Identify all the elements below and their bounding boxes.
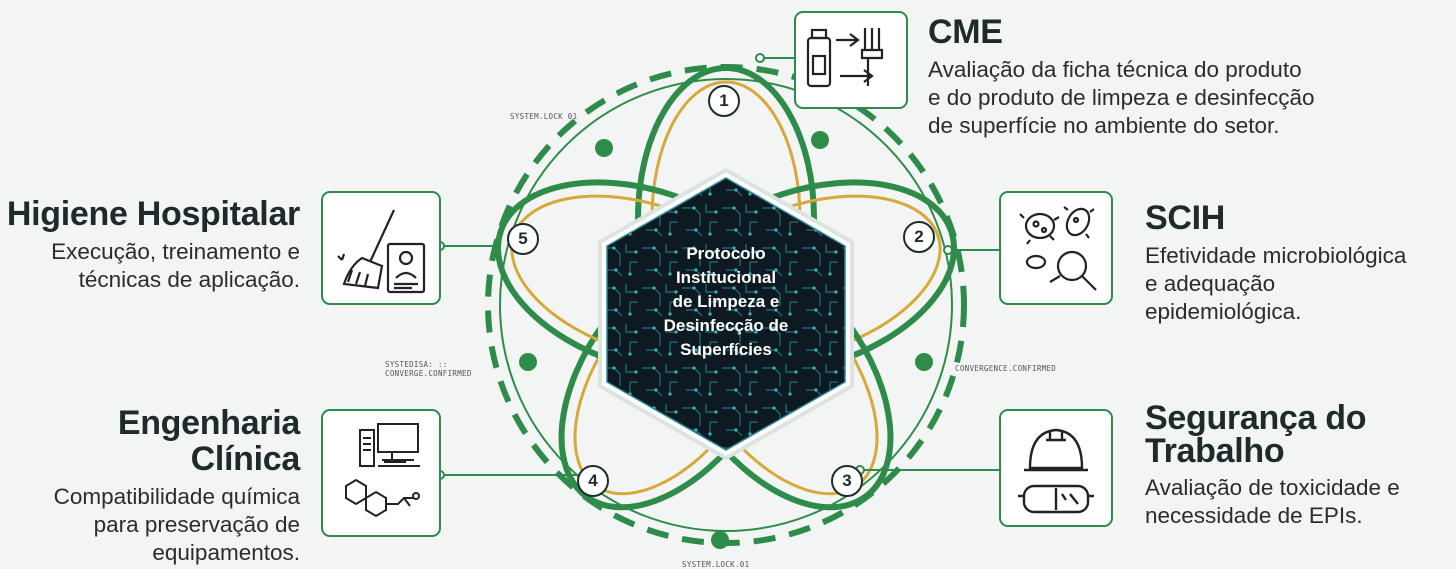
center-hexagon [598, 167, 854, 461]
title-line: Trabalho [1145, 432, 1285, 470]
desc-line: técnicas de aplicação. [78, 267, 300, 292]
node-description: Execução, treinamento e técnicas de apli… [0, 238, 300, 294]
title-line: Segurança do [1145, 399, 1367, 437]
desc-line: e do produto de limpeza e desinfecção [928, 85, 1315, 110]
desc-line: de superfície no ambiente do setor. [928, 113, 1280, 138]
tech-label-bottom: SYSTEM.LOCK.01 [682, 560, 750, 569]
center-title: Protocolo Institucional de Limpeza e Des… [612, 242, 840, 362]
node-description: Avaliação de toxicidade e necessidade de… [1145, 474, 1455, 530]
step-badge-1: 1 [708, 85, 740, 117]
desc-line: Efetividade microbiológica [1145, 243, 1407, 268]
computer-chemistry-icon [345, 423, 420, 518]
node-higiene-hospitalar: Higiene Hospitalar Execução, treinamento… [0, 196, 300, 294]
product-bottle-and-brushes-icon [806, 28, 884, 88]
node-title: Engenharia Clínica [117, 404, 300, 478]
node-engenharia-clinica: Engenharia Clínica Compatibilidade quími… [0, 404, 301, 567]
node-description: Efetividade microbiológica e adequação e… [1145, 242, 1455, 326]
center-line-3: de Limpeza e [672, 292, 780, 311]
desc-line: e adequação [1145, 271, 1276, 296]
node-scih: SCIH Efetividade microbiológica e adequa… [1145, 200, 1455, 326]
step-badge-2: 2 [903, 221, 935, 253]
hardhat-goggles-icon [1018, 428, 1094, 514]
center-line-5: Superfícies [680, 340, 772, 359]
desc-line: para preservação de [93, 512, 300, 537]
center-line-1: Protocolo [686, 244, 766, 263]
node-title: Higiene Hospitalar [6, 195, 300, 233]
desc-line: Avaliação de toxicidade e [1145, 475, 1400, 500]
desc-line: Execução, treinamento e [51, 239, 300, 264]
node-title: CME [928, 13, 1003, 51]
step-badge-5: 5 [507, 223, 539, 255]
desc-line: Avaliação da ficha técnica do produto [928, 57, 1302, 82]
gear-accents [519, 131, 933, 549]
desc-line: Compatibilidade química [53, 484, 300, 509]
center-line-2: Institucional [675, 268, 777, 287]
center-line-4: Desinfecção de [663, 316, 789, 335]
icon-boxes [321, 11, 1113, 537]
desc-line: epidemiológica. [1145, 299, 1302, 324]
tech-label-left-1: SYSTEDISA: :: [385, 360, 448, 369]
node-cme: CME Avaliação da ficha técnica do produt… [928, 14, 1448, 140]
node-seguranca-trabalho: Segurança do Trabalho Avaliação de toxic… [1145, 399, 1455, 530]
step-badge-3: 3 [831, 465, 863, 497]
tech-label-top: SYSTEM.LOCK 01 [510, 112, 578, 121]
desc-line: necessidade de EPIs. [1145, 503, 1363, 528]
node-description: Compatibilidade química para preservação… [0, 483, 300, 567]
tech-label-left-2: CONVERGE.CONFIRMED [385, 369, 472, 378]
microbes-magnifier-icon [1019, 206, 1097, 291]
node-title: SCIH [1145, 199, 1226, 237]
node-description: Avaliação da ficha técnica do produto e … [928, 56, 1448, 140]
node-title: Segurança do Trabalho [1145, 399, 1455, 470]
step-badge-4: 4 [577, 465, 609, 497]
broom-manual-icon [337, 209, 426, 294]
tech-label-right: CONVERGENCE.CONFIRMED [955, 364, 1057, 373]
tech-label-left: SYSTEDISA: :: CONVERGE.CONFIRMED [385, 360, 472, 378]
desc-line: equipamentos. [152, 540, 300, 565]
